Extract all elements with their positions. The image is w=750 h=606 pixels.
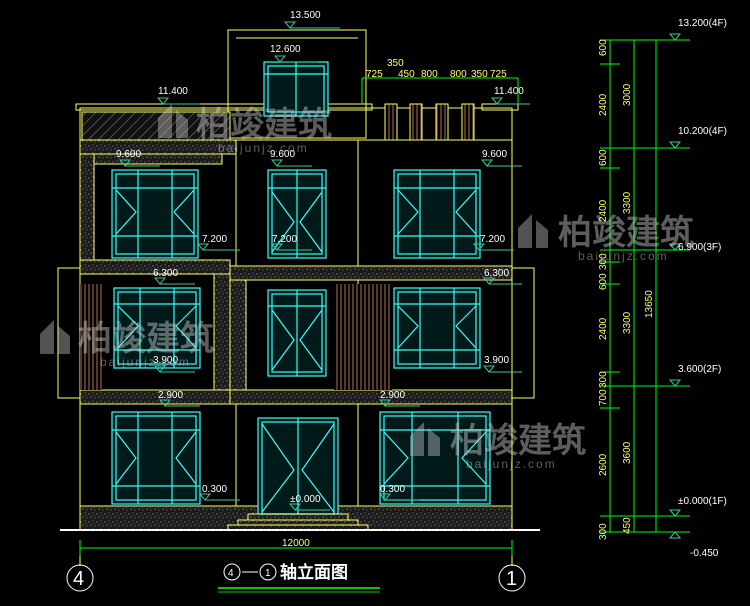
window-1f-right — [379, 411, 491, 505]
svg-text:柏竣建筑: 柏竣建筑 — [196, 105, 332, 145]
level-13500: 13.500 — [290, 10, 321, 21]
svg-text:450: 450 — [622, 517, 633, 534]
svg-text:600: 600 — [598, 273, 609, 290]
level-1f: ±0.000(1F) — [678, 496, 727, 507]
svg-text:1: 1 — [265, 568, 271, 579]
level-3900-left: 3.900 — [153, 355, 178, 366]
windows — [111, 61, 491, 515]
svg-text:2400: 2400 — [598, 317, 609, 340]
axis-bubble-left: 4 — [66, 556, 94, 592]
dim-800-b: 800 — [450, 69, 467, 80]
axis-bubble-right: 1 — [498, 556, 526, 592]
svg-text:柏竣建筑: 柏竣建筑 — [78, 319, 214, 359]
svg-text:2400: 2400 — [598, 93, 609, 116]
level-7200-right: 7.200 — [480, 234, 505, 245]
svg-text:轴立面图: 轴立面图 — [280, 562, 348, 583]
svg-text:600: 600 — [598, 149, 609, 166]
svg-text:1: 1 — [506, 568, 517, 590]
level-9600-center: 9.600 — [270, 149, 295, 160]
level-2900-right: 2.900 — [380, 390, 405, 401]
drawing-title: 4 1 轴立面图 — [218, 562, 380, 593]
stone-bands — [79, 139, 513, 531]
level-2f: 3.600(2F) — [678, 364, 721, 375]
roof-pergola — [384, 103, 475, 141]
dim-725-left: 725 — [366, 69, 383, 80]
level-11400-right: 11.400 — [494, 86, 524, 97]
dim-450: 450 — [398, 69, 415, 80]
dim-350-top: 350 — [387, 58, 404, 69]
svg-text:300: 300 — [598, 371, 609, 388]
svg-text:4: 4 — [228, 568, 234, 579]
watermark-2: 柏竣建筑 baijunjz.com — [518, 213, 694, 263]
svg-text:3000: 3000 — [622, 83, 633, 106]
svg-text:2600: 2600 — [598, 453, 609, 476]
svg-text:baijunjz.com: baijunjz.com — [466, 457, 557, 471]
window-3f-center — [267, 169, 327, 259]
watermark-4: 柏竣建筑 baijunjz.com — [410, 421, 586, 471]
level-0300-left: 0.300 — [202, 484, 227, 495]
level-markers — [118, 21, 530, 511]
level-0300-right: 0.300 — [380, 484, 405, 495]
level-3900-right: 3.900 — [484, 355, 509, 366]
svg-text:4: 4 — [73, 568, 84, 590]
level-3f: 6.900(3F) — [678, 242, 721, 253]
level-12600: 12.600 — [270, 44, 301, 55]
level-zero: ±0.000 — [290, 494, 321, 505]
right-dim-text-col2: 3000 3300 3300 3600 450 13650 — [622, 83, 655, 534]
svg-text:柏竣建筑: 柏竣建筑 — [450, 421, 586, 461]
dim-350: 350 — [471, 69, 488, 80]
right-dimensions — [600, 39, 690, 533]
window-1f-left — [111, 411, 201, 505]
window-2f-center — [267, 289, 327, 377]
dim-total-width: 12000 — [282, 538, 310, 549]
svg-text:baijunjz.com: baijunjz.com — [218, 141, 309, 155]
dim-total: 13650 — [644, 290, 655, 318]
svg-text:3600: 3600 — [622, 441, 633, 464]
window-3f-right — [393, 169, 481, 259]
svg-text:3300: 3300 — [622, 191, 633, 214]
svg-text:300: 300 — [598, 523, 609, 540]
right-dim-text-col1: 600 2400 600 2400 300 600 2400 300 700 2… — [598, 39, 609, 540]
level-4f: 10.200(4F) — [678, 126, 727, 137]
level-4f-top: 13.200(4F) — [678, 18, 727, 29]
level-11400-left: 11.400 — [158, 86, 188, 97]
level-7200-center: 7.200 — [272, 234, 297, 245]
level-6300-right: 6.300 — [484, 268, 509, 279]
window-4f — [263, 61, 329, 117]
svg-text:3300: 3300 — [622, 311, 633, 334]
svg-text:700: 700 — [598, 389, 609, 406]
right-level-labels: 13.200(4F) 10.200(4F) 6.900(3F) 3.600(2F… — [678, 18, 727, 559]
top-dimensions: 350 725 450 800 800 350 725 — [361, 58, 519, 104]
level-7200-left: 7.200 — [202, 234, 227, 245]
level-9600-right: 9.600 — [482, 149, 507, 160]
svg-text:2400: 2400 — [598, 199, 609, 222]
bottom-dimension: 12000 — [79, 538, 513, 556]
svg-text:300: 300 — [598, 253, 609, 270]
wood-cladding-left — [80, 284, 102, 390]
watermark-1: 柏竣建筑 baijunjz.com — [158, 104, 332, 155]
window-2f-left — [113, 287, 201, 369]
watermark-3: 柏竣建筑 baijunjz.com — [40, 319, 214, 369]
window-3f-left — [111, 169, 199, 259]
dim-725-right: 725 — [490, 69, 507, 80]
level-9600-left: 9.600 — [116, 149, 141, 160]
dim-800-a: 800 — [421, 69, 438, 80]
svg-text:baijunjz.com: baijunjz.com — [100, 355, 191, 369]
wood-cladding-center — [334, 284, 392, 390]
entrance-door — [257, 417, 339, 515]
level-labels: 13.500 12.600 11.400 11.400 9.600 9.600 … — [116, 10, 524, 505]
svg-text:柏竣建筑: 柏竣建筑 — [558, 213, 694, 253]
level-2900-left: 2.900 — [158, 390, 183, 401]
svg-text:baijunjz.com: baijunjz.com — [578, 249, 669, 263]
right-level-markers — [668, 33, 682, 539]
level-ground: -0.450 — [690, 548, 719, 559]
roof-parapet-hatch — [81, 111, 231, 141]
svg-text:600: 600 — [598, 39, 609, 56]
window-2f-right — [393, 287, 481, 369]
level-6300-left: 6.300 — [153, 268, 178, 279]
